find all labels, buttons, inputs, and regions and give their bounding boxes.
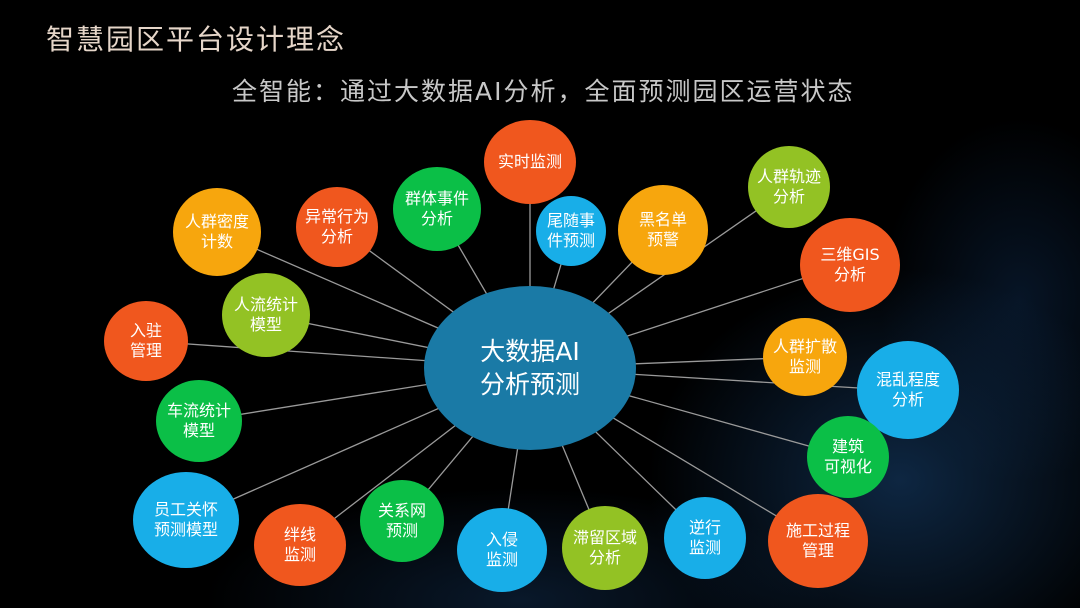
- node-realtime-monitoring: 实时监测: [484, 120, 576, 204]
- node-crowd-density-count: 人群密度 计数: [173, 188, 261, 276]
- node-tailgating-prediction: 尾随事 件预测: [536, 196, 606, 266]
- node-blacklist-alert: 黑名单 预警: [618, 185, 708, 275]
- node-group-event-analysis: 群体事件 分析: [393, 167, 481, 251]
- node-employee-care-prediction: 员工关怀 预测模型: [133, 472, 239, 568]
- center-node-big-data-ai: 大数据AI 分析预测: [424, 286, 636, 450]
- node-construction-process-management: 施工过程 管理: [768, 494, 868, 588]
- page-subtitle: 全智能：通过大数据AI分析，全面预测园区运营状态: [232, 77, 855, 106]
- node-building-visualization: 建筑 可视化: [807, 416, 889, 498]
- node-intrusion-monitoring: 入侵 监测: [457, 508, 547, 592]
- node-loitering-area-analysis: 滞留区域 分析: [562, 506, 648, 590]
- page-title: 智慧园区平台设计理念: [46, 23, 347, 56]
- node-wrong-way-monitoring: 逆行 监测: [664, 497, 746, 579]
- node-abnormal-behavior-analysis: 异常行为 分析: [296, 187, 378, 267]
- node-relationship-network-prediction: 关系网 预测: [360, 480, 444, 562]
- node-3d-gis-analysis: 三维GIS 分析: [800, 218, 900, 312]
- node-crowd-dispersion-monitoring: 人群扩散 监测: [763, 318, 847, 396]
- node-tenant-management: 入驻 管理: [104, 301, 188, 381]
- node-pedestrian-flow-model: 人流统计 模型: [222, 273, 310, 357]
- node-tripwire-monitoring: 绊线 监测: [254, 504, 346, 586]
- node-vehicle-flow-model: 车流统计 模型: [156, 380, 242, 462]
- node-chaos-level-analysis: 混乱程度 分析: [857, 341, 959, 439]
- node-crowd-trajectory-analysis: 人群轨迹 分析: [748, 146, 830, 228]
